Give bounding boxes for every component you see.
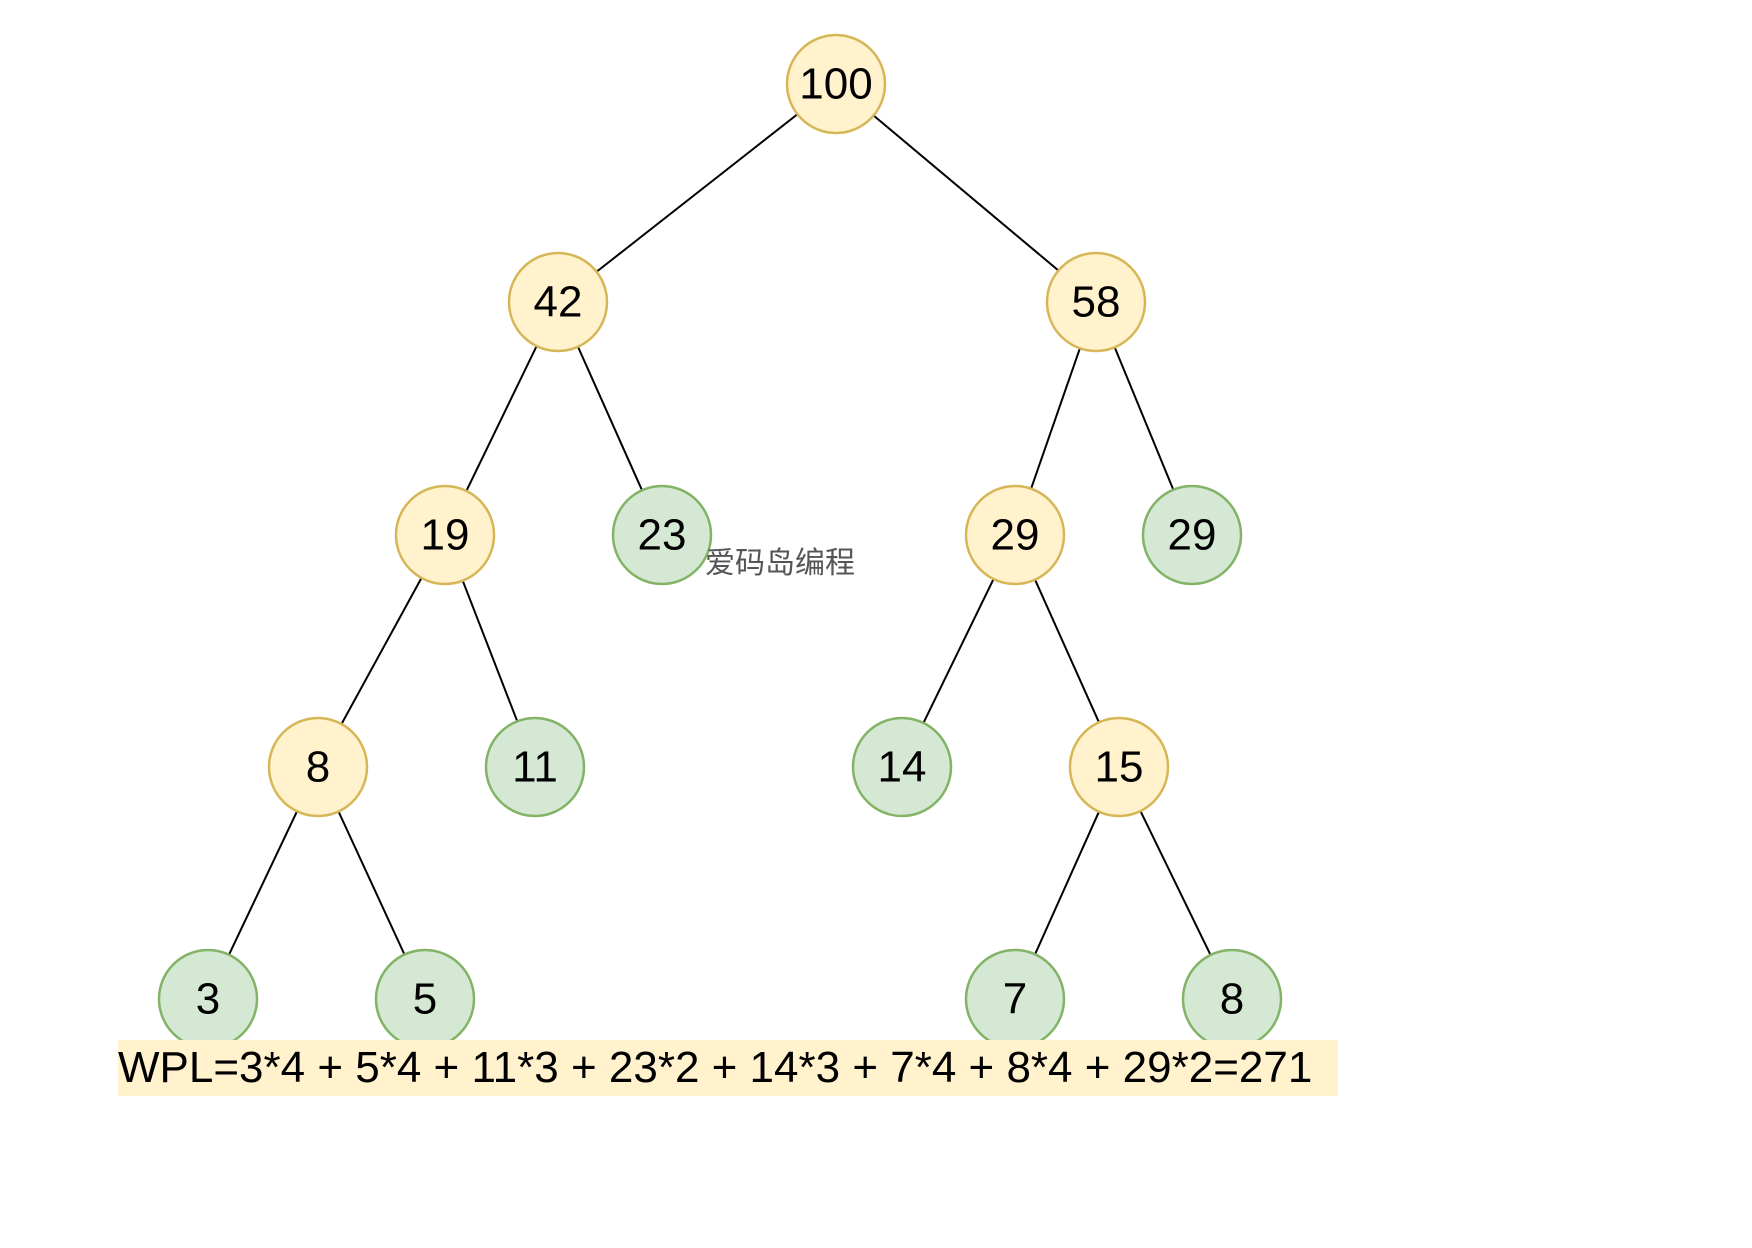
node-label: 14 xyxy=(878,743,927,792)
node-label: 8 xyxy=(1220,975,1244,1024)
node-circle xyxy=(851,716,953,818)
node-label: 29 xyxy=(1168,511,1217,560)
tree-edge xyxy=(872,114,1060,272)
internal-node: 29 xyxy=(964,484,1066,586)
tree-edge xyxy=(340,577,423,725)
node-circle xyxy=(785,33,887,135)
node-label: 7 xyxy=(1003,975,1027,1024)
node-circle xyxy=(267,716,369,818)
tree-edge xyxy=(595,113,799,273)
node-label: 23 xyxy=(638,511,687,560)
node-label: 58 xyxy=(1072,278,1121,327)
tree-edge xyxy=(228,810,298,956)
internal-node: 58 xyxy=(1045,251,1147,353)
tree-edge xyxy=(1034,579,1100,723)
leaf-node: 23 xyxy=(611,484,713,586)
node-label: 29 xyxy=(991,511,1040,560)
tree-edge xyxy=(1113,346,1175,491)
node-label: 100 xyxy=(799,60,872,109)
tree-edge xyxy=(1030,347,1081,490)
tree-nodes: 100 42 58 19 23 29 29 8 11 14 15 3 5 7 8 xyxy=(157,33,1283,1050)
node-circle xyxy=(964,484,1066,586)
watermark-text: 爱码岛编程 xyxy=(705,546,855,581)
node-circle xyxy=(1068,716,1170,818)
tree-edge xyxy=(461,580,519,722)
node-circle xyxy=(611,484,713,586)
node-circle xyxy=(484,716,586,818)
internal-node: 19 xyxy=(394,484,496,586)
leaf-node: 29 xyxy=(1141,484,1243,586)
node-label: 11 xyxy=(512,743,558,792)
node-label: 5 xyxy=(413,975,437,1024)
node-label: 42 xyxy=(534,278,583,327)
tree-edge xyxy=(577,346,643,491)
node-label: 3 xyxy=(196,975,220,1024)
internal-node: 8 xyxy=(267,716,369,818)
node-circle xyxy=(507,251,609,353)
tree-edge xyxy=(1034,811,1100,955)
node-circle xyxy=(394,484,496,586)
tree-edges xyxy=(228,113,1212,956)
node-circle xyxy=(1045,251,1147,353)
node-label: 8 xyxy=(306,743,330,792)
node-label: 15 xyxy=(1095,743,1144,792)
leaf-node: 3 xyxy=(157,948,259,1050)
wpl-formula: WPL=3*4 + 5*4 + 11*3 + 23*2 + 14*3 + 7*4… xyxy=(118,1040,1339,1096)
node-label: 19 xyxy=(421,511,470,560)
internal-node: 15 xyxy=(1068,716,1170,818)
tree-edge xyxy=(1139,810,1212,956)
leaf-node: 5 xyxy=(374,948,476,1050)
internal-node: 42 xyxy=(507,251,609,353)
tree-edge xyxy=(465,345,538,492)
tree-edge xyxy=(337,811,406,955)
internal-node: 100 xyxy=(785,33,887,135)
leaf-node: 8 xyxy=(1181,948,1283,1050)
leaf-node: 11 xyxy=(484,716,586,818)
node-circle xyxy=(1141,484,1243,586)
tree-edge xyxy=(922,578,995,724)
leaf-node: 14 xyxy=(851,716,953,818)
leaf-node: 7 xyxy=(964,948,1066,1050)
